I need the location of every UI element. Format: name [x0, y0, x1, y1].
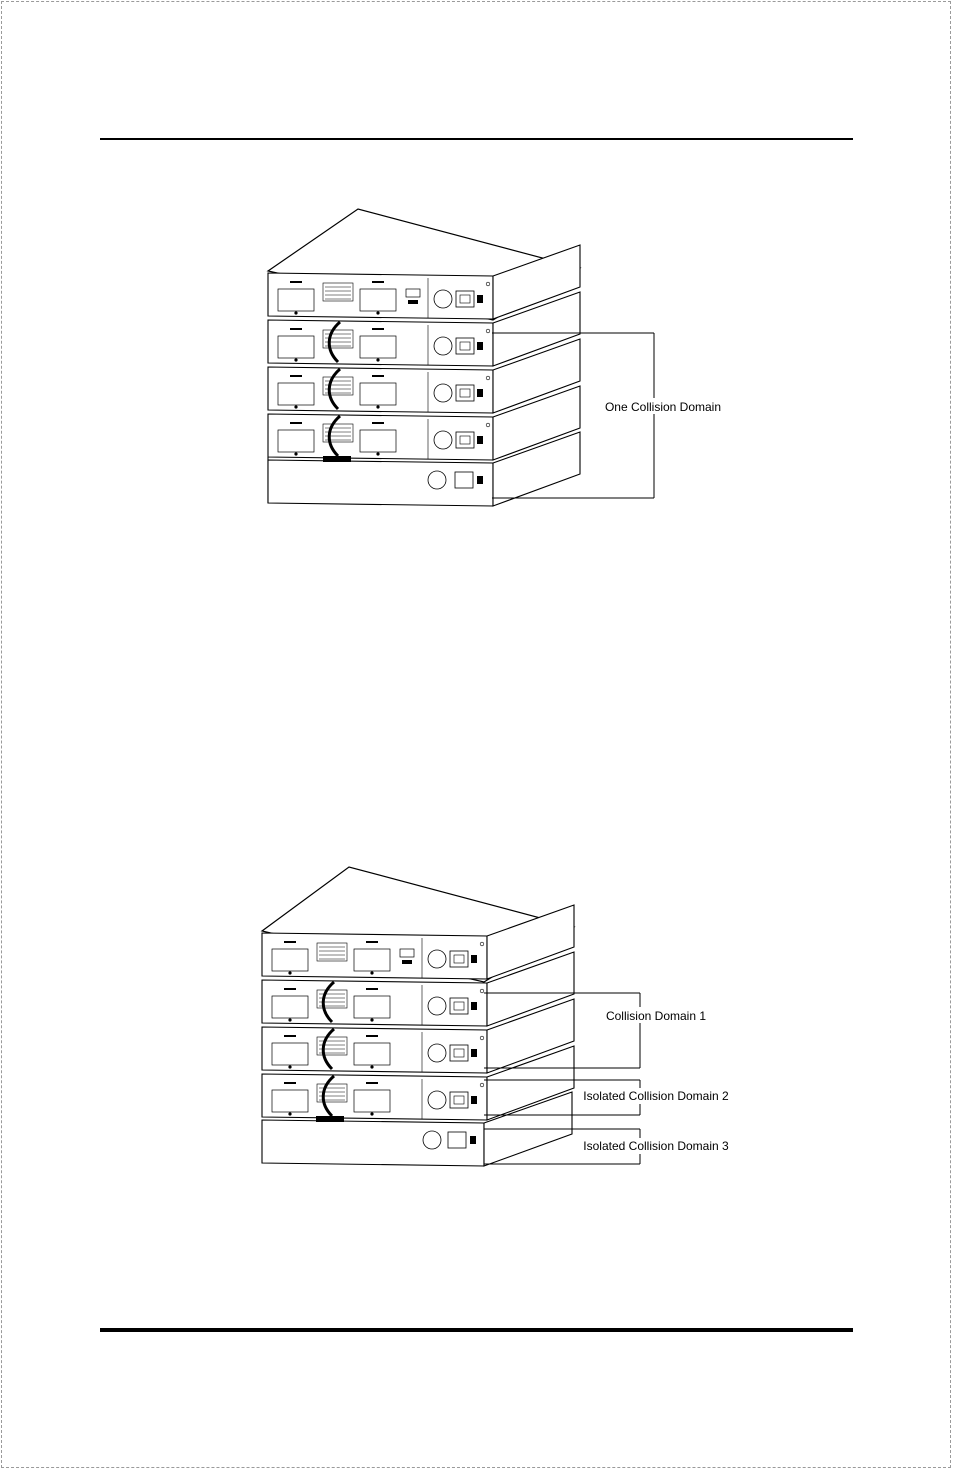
isolated-collision-domain-2-label: Isolated Collision Domain 2 [583, 1089, 729, 1103]
isolated-collision-domain-3-label: Isolated Collision Domain 3 [583, 1139, 729, 1153]
one-domain-bracket [492, 332, 655, 499]
one-collision-domain-label: One Collision Domain [605, 400, 721, 414]
bottom-stack [260, 866, 576, 1167]
domain-1-bracket [484, 992, 641, 1069]
top-stack [266, 208, 582, 507]
collision-domain-1-label: Collision Domain 1 [606, 1009, 706, 1023]
